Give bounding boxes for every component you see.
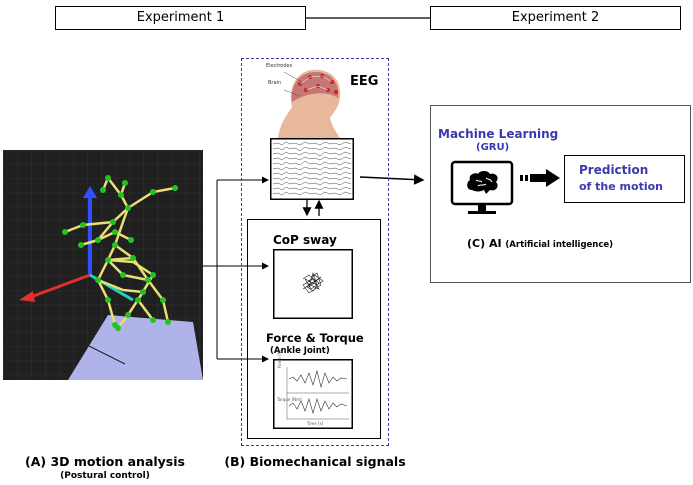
ai-output-arrow bbox=[520, 169, 560, 187]
force-axis-label: Force [N] bbox=[277, 349, 282, 368]
prediction-box: Prediction of the motion bbox=[564, 155, 685, 203]
force-torque-plot bbox=[273, 359, 353, 429]
prediction-line-1: Prediction bbox=[579, 163, 649, 177]
ai-panel bbox=[430, 105, 691, 283]
time-axis-label: Time [s] bbox=[307, 421, 324, 426]
ai-caption-tag: (C) AI bbox=[467, 237, 502, 250]
eeg-head-illustration bbox=[278, 69, 341, 138]
eeg-signal-plot bbox=[270, 138, 354, 200]
panel-a-caption: (A) 3D motion analysis bbox=[25, 454, 185, 469]
torque-axis-label: Torque [Nm] bbox=[277, 397, 302, 402]
cop-sway-label: CoP sway bbox=[273, 233, 337, 247]
ml-label: Machine Learning bbox=[438, 127, 559, 141]
experiment-1-box: Experiment 1 bbox=[55, 6, 306, 30]
ai-caption: (C) AI (Artificial intelligence) bbox=[467, 237, 613, 250]
biomechanical-container bbox=[241, 58, 389, 446]
monitor-brain-icon bbox=[450, 160, 514, 214]
experiment-1-label: Experiment 1 bbox=[136, 10, 225, 25]
panel-a-subcaption: (Postural control) bbox=[60, 471, 150, 481]
ankle-joint-label: (Ankle Joint) bbox=[270, 346, 330, 356]
panel-b-caption: (B) Biomechanical signals bbox=[224, 454, 406, 469]
gru-label: (GRU) bbox=[476, 142, 510, 153]
ai-caption-rest: (Artificial intelligence) bbox=[505, 240, 614, 250]
brain-label: Brain bbox=[268, 80, 282, 86]
cop-sway-plot bbox=[273, 249, 353, 319]
electrodes-label: Electrodes bbox=[266, 63, 293, 69]
experiment-connector bbox=[306, 17, 430, 19]
experiment-2-box: Experiment 2 bbox=[430, 6, 681, 30]
motion-capture-view bbox=[3, 150, 203, 380]
floor-plate bbox=[68, 315, 203, 380]
experiment-2-label: Experiment 2 bbox=[511, 10, 600, 25]
joint-markers bbox=[62, 175, 178, 331]
signals-box bbox=[247, 219, 381, 439]
force-torque-label: Force & Torque bbox=[266, 331, 364, 345]
eeg-label: EEG bbox=[350, 74, 379, 89]
x-axis bbox=[27, 273, 91, 300]
prediction-line-2: of the motion bbox=[579, 180, 663, 193]
